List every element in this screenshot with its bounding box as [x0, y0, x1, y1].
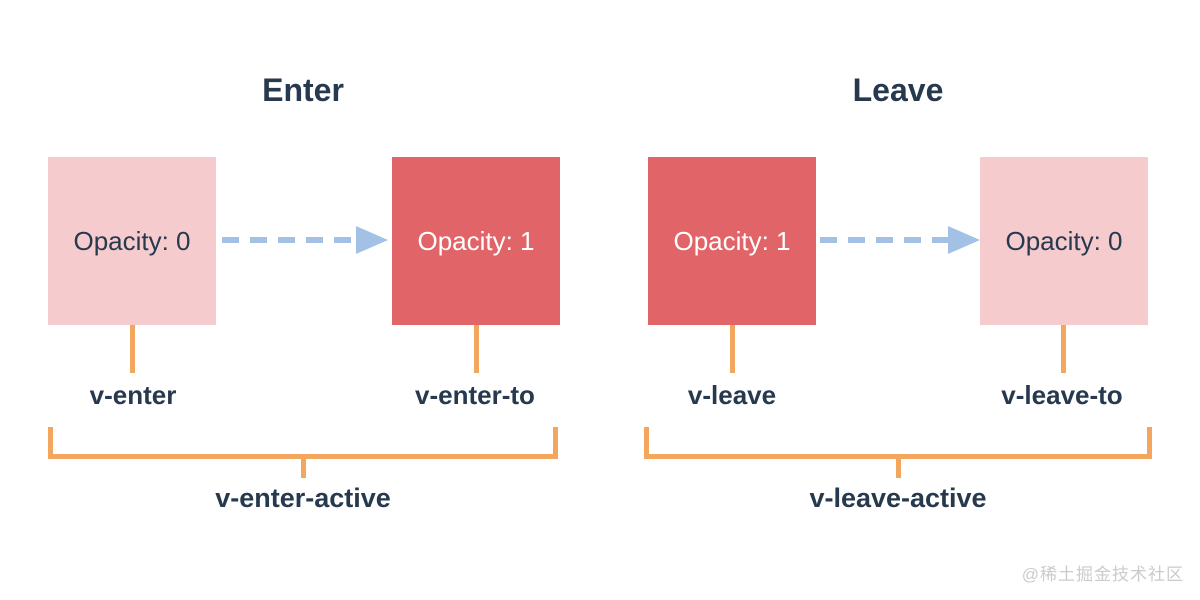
connector-line-v-leave-to — [1061, 325, 1066, 373]
transition-arrow-icon — [222, 226, 388, 254]
connector-line-v-leave — [730, 325, 735, 373]
bracket-v-enter-active — [48, 427, 558, 478]
section-title-leave: Leave — [852, 72, 944, 108]
watermark: @稀土掘金技术社区 — [1021, 565, 1184, 584]
bracket-bar — [48, 454, 558, 459]
box-v-enter: Opacity: 0 — [48, 157, 216, 325]
bracket-v-leave-active — [644, 427, 1152, 478]
bracket-bar — [644, 454, 1152, 459]
label-v-enter-to: v-enter-to — [415, 380, 535, 410]
label-v-leave: v-leave — [687, 380, 777, 410]
bracket-tick-mid — [895, 457, 901, 478]
label-v-enter: v-enter — [89, 380, 177, 410]
transition-arrow-icon — [820, 226, 980, 254]
box-v-enter-to: Opacity: 1 — [392, 157, 560, 325]
box-v-leave-to-label: Opacity: 0 — [1005, 225, 1123, 256]
section-title-enter: Enter — [262, 72, 344, 108]
bracket-tick-right — [1147, 427, 1152, 459]
box-v-enter-label: Opacity: 0 — [73, 225, 191, 256]
bracket-tick-mid — [300, 457, 306, 478]
bracket-tick-left — [644, 427, 649, 459]
box-v-leave-label: Opacity: 1 — [673, 225, 791, 256]
connector-line-v-enter — [130, 325, 135, 373]
box-v-leave-to: Opacity: 0 — [980, 157, 1148, 325]
label-v-enter-active: v-enter-active — [215, 483, 391, 513]
connector-line-v-enter-to — [474, 325, 479, 373]
bracket-tick-right — [553, 427, 558, 459]
label-v-leave-to: v-leave-to — [1001, 380, 1123, 410]
bracket-tick-left — [48, 427, 53, 459]
box-v-leave: Opacity: 1 — [648, 157, 816, 325]
box-v-enter-to-label: Opacity: 1 — [417, 225, 535, 256]
label-v-leave-active: v-leave-active — [809, 483, 987, 513]
